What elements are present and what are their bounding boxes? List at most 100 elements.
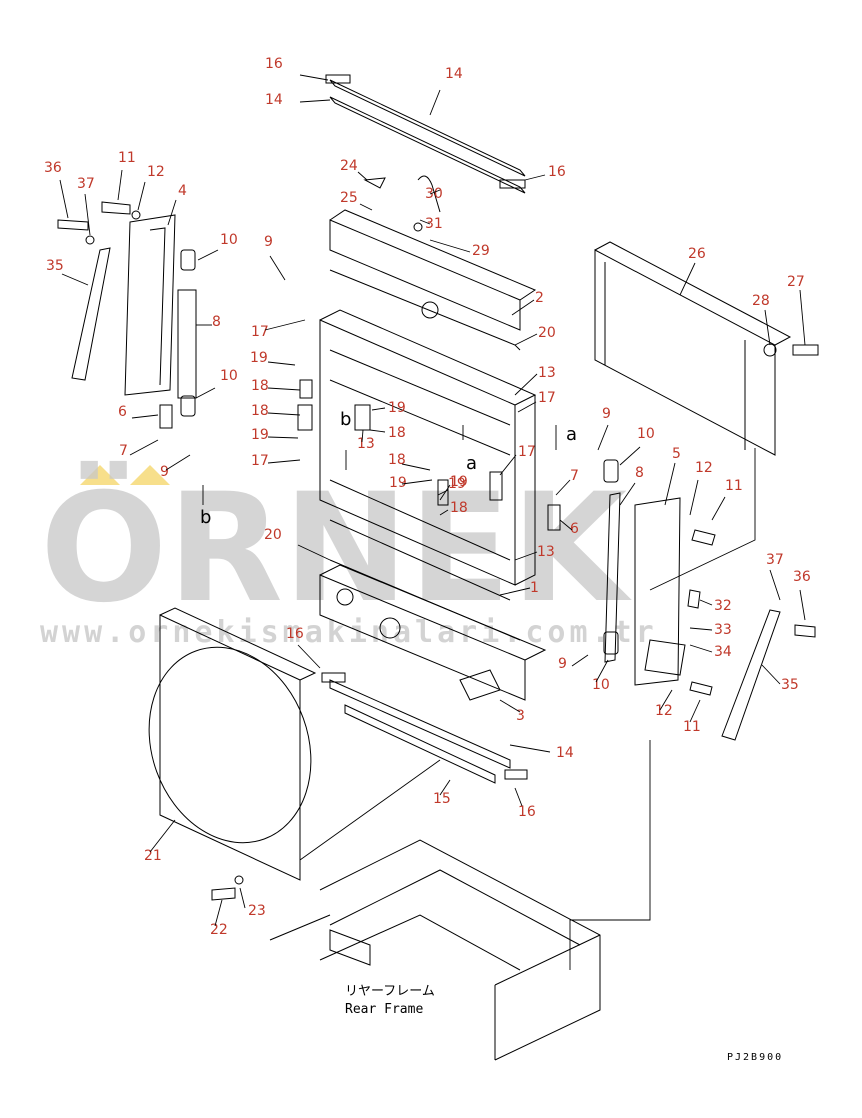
callout-19: 19 — [250, 350, 268, 366]
callout-leader — [761, 664, 781, 685]
callout-1: 1 — [530, 580, 539, 596]
callout-16: 16 — [265, 56, 283, 72]
callout-leader — [664, 462, 676, 506]
callout-16: 16 — [548, 164, 566, 180]
callout-leader — [514, 333, 538, 346]
callout-36: 36 — [793, 569, 811, 585]
callout-leader — [239, 887, 246, 909]
callout-13: 13 — [538, 365, 556, 381]
callout-18: 18 — [251, 378, 269, 394]
view-marker-b: b — [340, 409, 351, 430]
callout-leader — [711, 496, 726, 521]
callout-7: 7 — [570, 468, 579, 484]
callout-14: 14 — [265, 92, 283, 108]
callout-leader — [499, 587, 531, 596]
callout-14: 14 — [445, 66, 463, 82]
callout-leader — [514, 787, 523, 807]
callout-27: 27 — [787, 274, 805, 290]
callout-32: 32 — [714, 598, 732, 614]
callout-37: 37 — [766, 552, 784, 568]
view-marker-b: b — [200, 507, 211, 528]
callout-leader — [149, 819, 176, 853]
callout-20: 20 — [264, 527, 282, 543]
callout-leader — [555, 479, 571, 496]
callout-18: 18 — [450, 500, 468, 516]
callout-9: 9 — [602, 406, 611, 422]
callout-leader — [439, 484, 451, 501]
callout-leader — [297, 544, 331, 561]
callout-leader — [165, 454, 191, 471]
callout-leader — [799, 289, 806, 346]
right-stay-assembly — [603, 459, 781, 741]
callout-leader — [297, 644, 321, 669]
callout-13: 13 — [537, 544, 555, 560]
callout-leader — [514, 373, 538, 396]
callout-leader — [679, 262, 696, 296]
callout-37: 37 — [77, 176, 95, 192]
callout-leader — [361, 429, 364, 443]
top-seal-strips — [325, 74, 526, 194]
callout-leader — [509, 744, 551, 753]
callout-leader — [59, 179, 69, 219]
callout-leader — [267, 387, 301, 391]
callout-9: 9 — [558, 656, 567, 672]
callout-13: 13 — [357, 436, 375, 452]
callout-19: 19 — [389, 475, 407, 491]
callout-leader — [371, 407, 386, 411]
callout-3: 3 — [516, 708, 525, 724]
callout-leader — [619, 446, 641, 466]
callout-leader — [514, 551, 538, 561]
callout-26: 26 — [688, 246, 706, 262]
rear-frame — [269, 839, 601, 1061]
callout-18: 18 — [388, 452, 406, 468]
callout-leader — [167, 199, 177, 226]
callout-leader — [439, 779, 451, 796]
callout-24: 24 — [340, 158, 358, 174]
callout-19: 19 — [251, 427, 269, 443]
callout-11: 11 — [683, 719, 701, 735]
callout-leader — [619, 482, 636, 506]
callout-leader — [437, 489, 449, 496]
callout-30: 30 — [425, 186, 443, 202]
callout-leader — [267, 361, 296, 366]
callout-leader — [401, 479, 433, 485]
view-marker-a: a — [466, 453, 477, 474]
watermark-text: ÖRNEK — [40, 460, 632, 636]
callout-leader — [131, 414, 159, 419]
callout-leader — [359, 203, 373, 211]
oil-cooler — [594, 241, 792, 456]
callout-leader — [517, 401, 537, 413]
callout-leader — [137, 181, 146, 211]
callout-35: 35 — [46, 258, 64, 274]
callout-12: 12 — [695, 460, 713, 476]
callout-4: 4 — [178, 183, 187, 199]
callout-19: 19 — [448, 476, 466, 492]
callout-leader — [689, 479, 699, 516]
callout-leader — [369, 429, 386, 433]
callout-leader — [429, 89, 441, 116]
callout-22: 22 — [210, 922, 228, 938]
callout-25: 25 — [340, 190, 358, 206]
callout-leader — [769, 569, 781, 601]
callout-36: 36 — [44, 160, 62, 176]
callout-leader — [499, 454, 517, 476]
callout-leader — [267, 436, 299, 439]
callout-leader — [129, 439, 159, 456]
callout-11: 11 — [725, 478, 743, 494]
callout-leader — [197, 249, 219, 261]
callout-29: 29 — [472, 243, 490, 259]
callout-16: 16 — [518, 804, 536, 820]
callout-leader — [401, 463, 431, 471]
callout-19: 19 — [450, 474, 468, 490]
watermark: ÖRNEK www.ornekismakinalari.com.tr — [40, 460, 654, 650]
callout-10: 10 — [592, 677, 610, 693]
callout-18: 18 — [251, 403, 269, 419]
callout-leader — [439, 509, 449, 516]
callout-leader — [597, 424, 609, 451]
callout-12: 12 — [655, 703, 673, 719]
callout-12: 12 — [147, 164, 165, 180]
callout-leader — [84, 193, 91, 236]
callout-leader — [299, 99, 331, 103]
